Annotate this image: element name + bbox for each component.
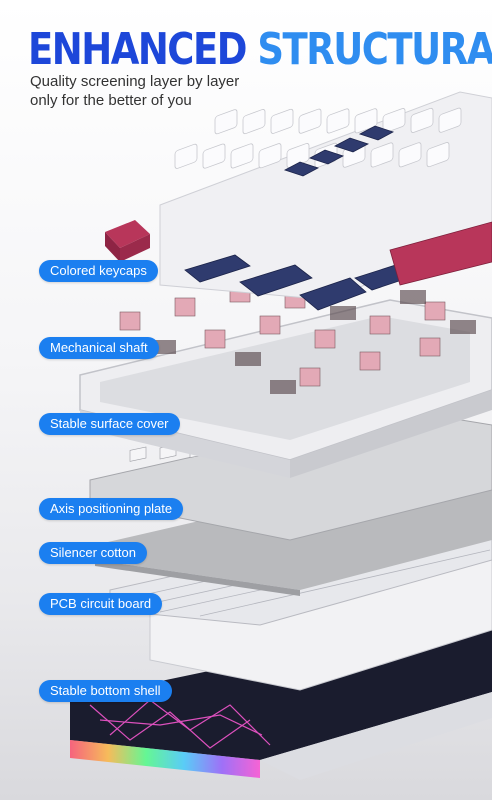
label-mechanical-shaft: Mechanical shaft (39, 337, 159, 359)
label-stable-bottom-shell: Stable bottom shell (39, 680, 172, 702)
subtitle-line-2: only for the better of you (30, 92, 192, 109)
label-colored-keycaps: Colored keycaps (39, 260, 158, 282)
subtitle: Quality screening layer by layer only fo… (30, 72, 290, 110)
headline: ENHANCED STRUCTURAL (28, 23, 492, 75)
label-stable-surface-cover: Stable surface cover (39, 413, 180, 435)
headline-word-enhanced: ENHANCED (28, 23, 247, 75)
subtitle-line-1: Quality screening layer by layer (30, 73, 240, 90)
label-pcb-circuit-board: PCB circuit board (39, 593, 163, 615)
label-silencer-cotton: Silencer cotton (39, 542, 147, 564)
headline-word-structural: STRUCTURAL (257, 23, 492, 75)
label-axis-positioning-plate: Axis positioning plate (39, 498, 184, 520)
keycap-layer (105, 91, 492, 311)
